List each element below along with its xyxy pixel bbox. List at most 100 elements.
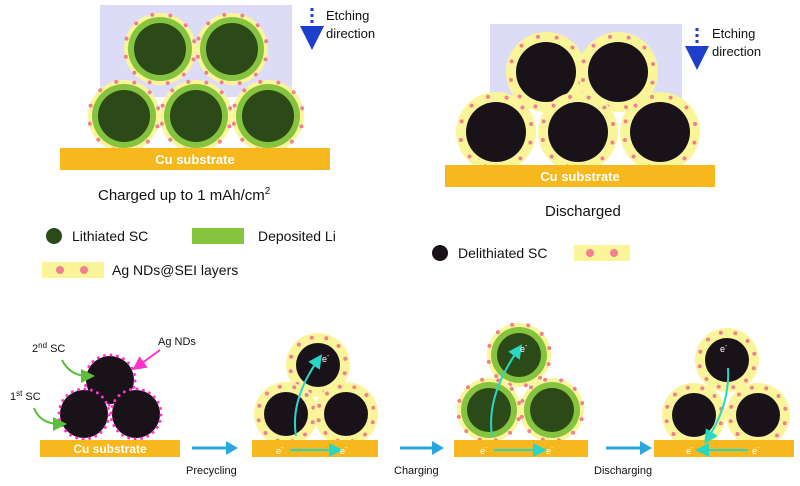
ag-dot-icon: [580, 401, 585, 406]
ag-dot-icon: [685, 385, 690, 390]
electron-path-arrow: [704, 367, 730, 444]
lithiated-sc-core: [206, 23, 258, 75]
ag-dot-icon: [222, 12, 227, 17]
ag-dot-icon: [277, 384, 282, 389]
ag-dot-icon: [642, 45, 647, 50]
ag-dot-icon: [591, 43, 596, 48]
ag-nds-label: Ag NDs: [158, 336, 196, 348]
charged-particle-1: [123, 12, 197, 86]
ag-dot-icon: [204, 70, 209, 75]
ag-dot-icon: [623, 105, 628, 110]
ag-dot-icon: [255, 23, 260, 28]
ag-dot-icon: [102, 354, 106, 358]
ag-dot-icon: [705, 337, 710, 342]
ag-dot-icon: [486, 359, 491, 364]
ag-dot-icon: [682, 156, 687, 161]
ag-dot-icon: [159, 121, 164, 126]
stage2-electrons: e-e-e-: [276, 353, 348, 457]
ag-dot-icon: [83, 387, 87, 391]
stage4-electrons: e-e-e-: [686, 343, 760, 457]
stage4-particles: [662, 328, 790, 447]
lithiated-sc-core: [98, 90, 150, 142]
discharged-particles: [456, 32, 700, 172]
ag-dot-icon: [554, 35, 559, 40]
ag-dot-icon: [156, 106, 161, 111]
ag-dot-icon: [89, 388, 93, 392]
ag-dot-icon: [104, 400, 108, 404]
ag-dot-icon: [456, 414, 461, 419]
ag-dot-icon: [121, 433, 125, 437]
ag-dot-icon: [145, 139, 150, 144]
ag-dot-icon: [141, 388, 145, 392]
deposited-li-swatch: [192, 228, 244, 244]
ag-dot-icon: [61, 399, 65, 403]
ag-dot-icon: [536, 34, 541, 39]
electron-label: e-: [520, 343, 528, 354]
ag-dot-icon: [540, 137, 545, 142]
ag-dot-icon: [581, 59, 586, 64]
ag-dot-icon: [698, 349, 703, 354]
ag-dot-icon: [151, 430, 155, 434]
ag-dot-icon: [519, 414, 524, 419]
electron-path-arrow: [293, 354, 323, 437]
ag-dot-icon: [324, 391, 329, 396]
lithiated-sc-swatch: [46, 228, 62, 244]
ag-dot-icon: [469, 103, 474, 108]
ag-dot-icon: [364, 392, 369, 397]
ag-dot-icon: [219, 90, 224, 95]
ag-dot-icon: [58, 418, 62, 422]
ag-dot-icon: [132, 70, 137, 75]
delithiated-sc-core: [112, 390, 160, 438]
ag-dot-icon: [103, 425, 107, 429]
ag-dot-icon: [87, 365, 91, 369]
electron-label: e-: [322, 353, 330, 364]
cu-substrate-charged: [60, 148, 330, 170]
electron-label-substrate: e-: [752, 445, 760, 456]
ag-dot-icon: [527, 429, 532, 434]
delithiated-sc-core: [630, 102, 690, 162]
ag-dot-icon: [608, 34, 613, 39]
ag-dot-icon: [296, 342, 301, 347]
ag-dot-icon: [257, 403, 262, 408]
ag-dot-icon: [95, 391, 99, 395]
ag-dot-icon: [508, 77, 513, 82]
ag-dot-icon: [57, 411, 61, 415]
delithiated-sc-core: [588, 42, 648, 102]
ag-dot-icon: [258, 79, 263, 84]
ag-dot-icon: [70, 390, 74, 394]
legend-deposited-li: Deposited Li: [258, 228, 336, 244]
ag-dot-icon: [668, 95, 673, 100]
ag-dot-icon: [303, 432, 308, 437]
ag-dot-icon: [672, 392, 677, 397]
ag-dot-icon: [81, 437, 85, 441]
ag-dot-icon: [181, 72, 186, 77]
delithiated-sc-core: [548, 102, 608, 162]
ag-dot-icon: [122, 390, 126, 394]
ag-dot-icon: [232, 103, 237, 108]
ag-dot-icon: [310, 420, 315, 425]
ag-dot-icon: [155, 124, 160, 129]
flow-arrowhead-icon: [226, 441, 238, 455]
discharged-particle-4: [538, 92, 618, 172]
electron-label-substrate: e-: [480, 445, 488, 456]
ag-dot-icon: [130, 366, 134, 370]
ag-dot-icon: [112, 424, 116, 428]
ag-dot-icon: [520, 105, 525, 110]
ag-dot-icon: [718, 421, 723, 426]
ag-dot-icon: [782, 421, 787, 426]
ag-dot-icon: [543, 377, 548, 382]
delithiated-sc-core: [324, 392, 368, 436]
step-precycling: Precycling: [186, 465, 237, 477]
ag-dot-icon: [100, 395, 104, 399]
charged-particle-4: [159, 79, 233, 153]
ag-dot-icon: [84, 384, 88, 388]
etching-label-charged-1: Etching: [326, 8, 369, 23]
ag-dot-icon: [775, 433, 780, 438]
ag-dot-icon: [586, 249, 594, 257]
ag-dot-icon: [123, 54, 128, 59]
ag-dot-icon: [504, 95, 509, 100]
flow-discharging: Discharging: [594, 441, 652, 477]
discharged-particle-2: [578, 32, 658, 112]
ag-dot-icon: [288, 369, 293, 374]
delithiated-sc-core: [466, 102, 526, 162]
